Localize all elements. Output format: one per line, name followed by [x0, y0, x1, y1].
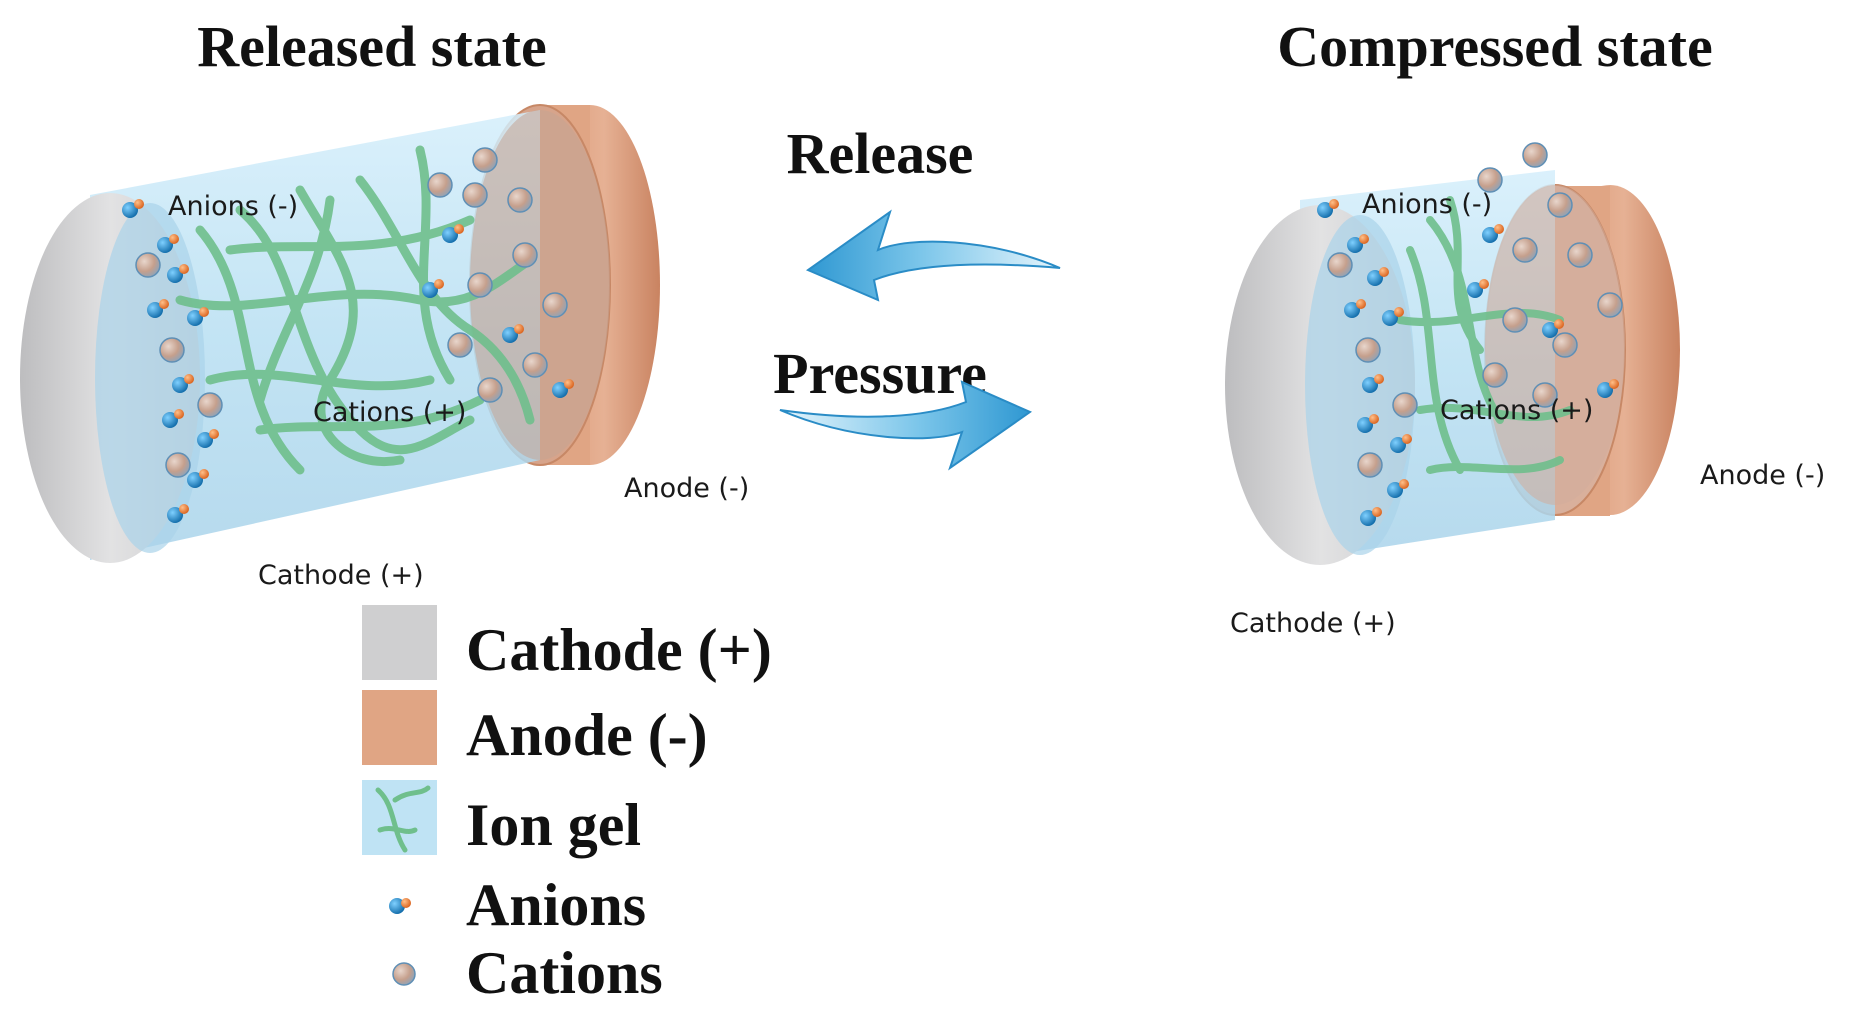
legend-item-anions: Anions	[389, 872, 646, 938]
compressed-anions-label: Anions (-)	[1362, 189, 1492, 220]
legend-item-cations: Cations	[393, 940, 663, 1006]
legend-item-anode: Anode (-)	[362, 690, 708, 768]
released-device: Anions (-) Cations (+) Anode (-) Cathode…	[20, 105, 749, 591]
released-state-title: Released state	[197, 14, 547, 79]
released-cathode-label: Cathode (+)	[258, 560, 424, 591]
cathode-face	[1305, 215, 1415, 555]
cathode-swatch	[362, 605, 437, 680]
release-arrow-label: Release	[787, 121, 974, 186]
pressure-arrow: Pressure	[773, 341, 1030, 468]
legend-label: Ion gel	[466, 792, 641, 858]
released-anions-label: Anions (-)	[168, 191, 298, 222]
compressed-device: Anions (-) Cations (+) Anode (-) Cathode…	[1225, 143, 1825, 639]
compressed-state-title: Compressed state	[1277, 14, 1712, 79]
released-cations-label: Cations (+)	[313, 397, 466, 428]
anion-icon	[389, 898, 411, 914]
pressure-arrow-label: Pressure	[773, 341, 987, 406]
legend-item-ion-gel: Ion gel	[362, 780, 641, 858]
released-anode-label: Anode (-)	[624, 473, 749, 504]
cation-icon	[393, 963, 415, 985]
legend: Cathode (+) Anode (-) Ion gel Anions Cat…	[362, 605, 772, 1006]
anode-swatch	[362, 690, 437, 765]
legend-label: Cations	[466, 940, 663, 1006]
legend-label: Anions	[466, 872, 646, 938]
legend-label: Cathode (+)	[466, 617, 772, 683]
compressed-anode-label: Anode (-)	[1700, 460, 1825, 491]
release-arrow: Release	[787, 121, 1060, 300]
compressed-cations-label: Cations (+)	[1440, 395, 1593, 426]
legend-item-cathode: Cathode (+)	[362, 605, 772, 683]
legend-label: Anode (-)	[466, 702, 708, 768]
compressed-cathode-label: Cathode (+)	[1230, 608, 1396, 639]
